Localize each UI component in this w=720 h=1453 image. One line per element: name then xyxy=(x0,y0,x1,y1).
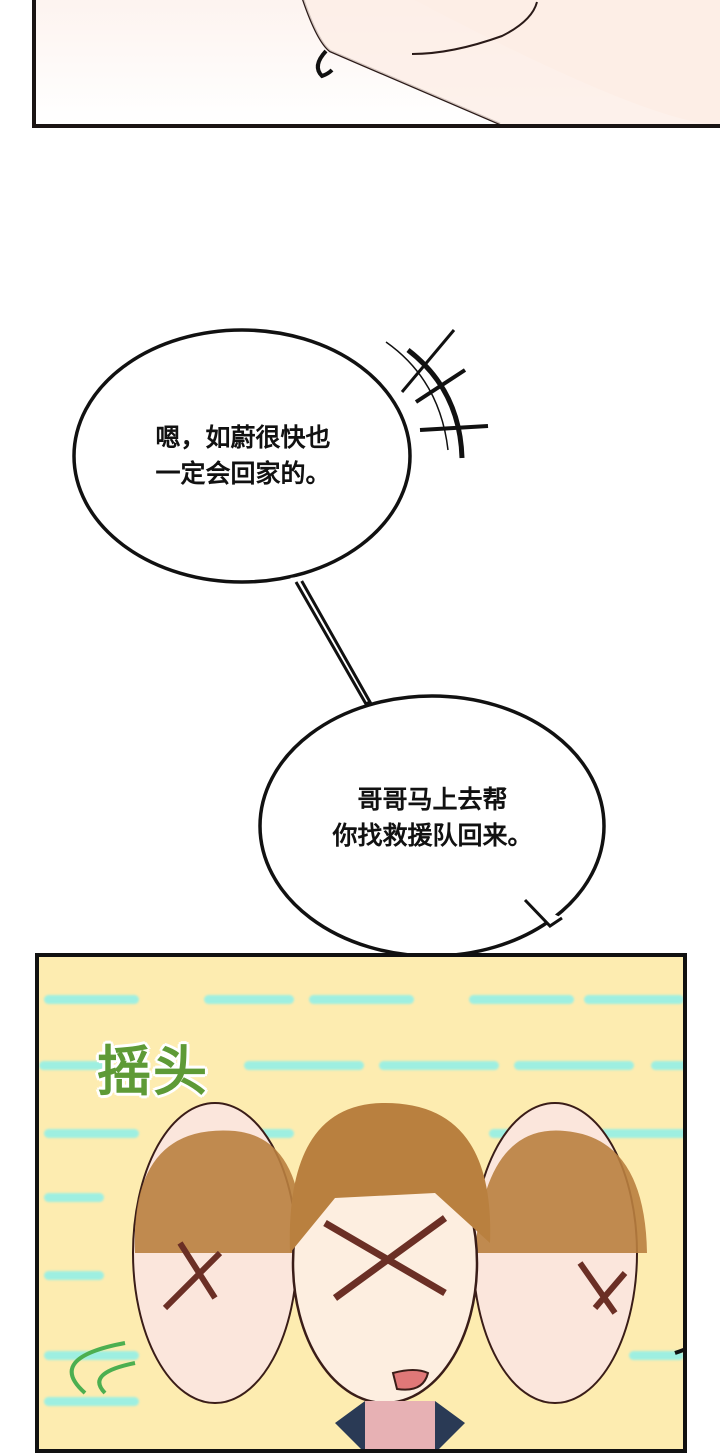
speech-bubble-1-shape xyxy=(72,328,489,706)
comic-panel-bottom: 摇头 xyxy=(35,953,687,1453)
sfx-text: 摇头 xyxy=(97,1040,209,1103)
bubble-1-line-2: 一定会回家的。 xyxy=(155,459,331,488)
bubble-2-line-1: 哥哥马上去帮 xyxy=(357,785,508,814)
speech-bubble-2: 哥哥马上去帮 你找救援队回来。 xyxy=(300,782,565,854)
bubble-2-line-2: 你找救援队回来。 xyxy=(332,821,533,850)
head-shaking-character-art xyxy=(69,1102,683,1449)
speech-bubble-1: 嗯，如蔚很快也 一定会回家的。 xyxy=(118,420,368,492)
comic-panel-top xyxy=(32,0,720,128)
face-outline-art xyxy=(302,0,720,124)
bubble-1-line-1: 嗯，如蔚很快也 xyxy=(155,423,331,452)
